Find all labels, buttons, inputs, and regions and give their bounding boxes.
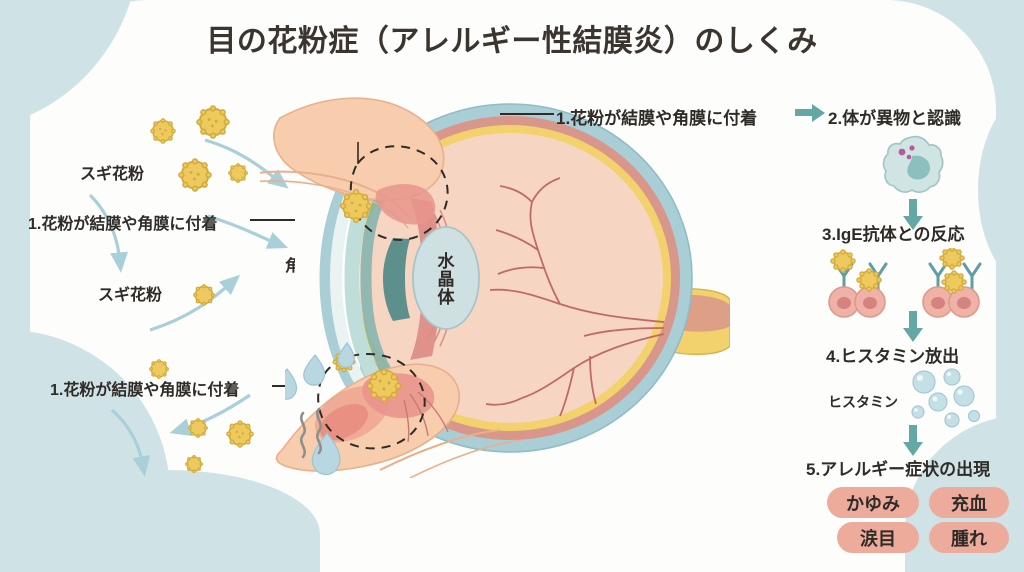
step-1-label: 1.花粉が結膜や角膜に付着 [556,109,758,128]
label-attach-bottom: 1.花粉が結膜や角膜に付着 [50,382,240,399]
arrow-step3-to-step4 [903,311,923,342]
label-attach-top: 1.花粉が結膜や角膜に付着 [28,216,218,233]
label-pollen-mid: スギ花粉 [98,287,163,304]
arrow-step2-to-step3 [903,199,923,230]
eye-cross-section-diagram: 水 晶 体 [260,78,730,478]
pollen-grain [196,105,230,139]
pollen-grain [193,284,215,306]
step-3-label: 3.IgE抗体との反応 [822,225,965,244]
lens-label: 水 晶 体 [437,252,455,307]
arrow-step1-to-step2 [795,104,825,122]
pollen-grain [178,158,212,192]
cornea-inner [360,174,396,382]
background-blob-bottom [0,470,320,572]
pollen-on-lower-conjunctiva [366,368,402,403]
pollen-grain [226,420,254,448]
page-title: 目の花粉症（アレルギー性結膜炎）のしくみ [206,25,818,58]
pollen-grain [149,359,169,379]
pollen-grain [185,455,203,473]
symptom-pill-redness: 充血 [929,487,1009,518]
step-2-label: 2.体が異物と認識 [828,109,962,128]
label-pollen-top: スギ花粉 [80,166,145,183]
step-4-label: 4.ヒスタミン放出 [826,347,960,366]
symptom-pill-watery-eyes: 涙目 [837,522,919,553]
pollen-grain [150,118,176,144]
callout-dashed-lower [317,353,426,450]
step-5-label: 5.アレルギー症状の出現 [806,460,991,479]
pollen-grain [188,418,208,438]
lens [412,226,480,330]
immune-cell-icon [882,135,944,193]
histamine-caption: ヒスタミン [828,394,898,410]
histamine-bubbles [911,368,981,428]
iris [383,238,410,321]
mast-cells-igE-illustration [828,248,982,318]
pollen-small-lower [332,350,356,373]
leader-line-attach-top [250,219,338,221]
symptom-pill-swelling: 腫れ [929,522,1009,553]
pollen-on-cornea [339,188,373,224]
symptom-pill-itch: かゆみ [827,487,919,518]
retinal-vessels [485,177,665,417]
arrow-step4-to-step5 [903,425,923,456]
leader-line-step1 [500,113,554,115]
mast-cell-pair-right [922,248,982,318]
mast-cell-pair-left [828,249,888,318]
pollen-grain [228,163,248,183]
upper-conjunctiva-inflamed [375,184,436,225]
